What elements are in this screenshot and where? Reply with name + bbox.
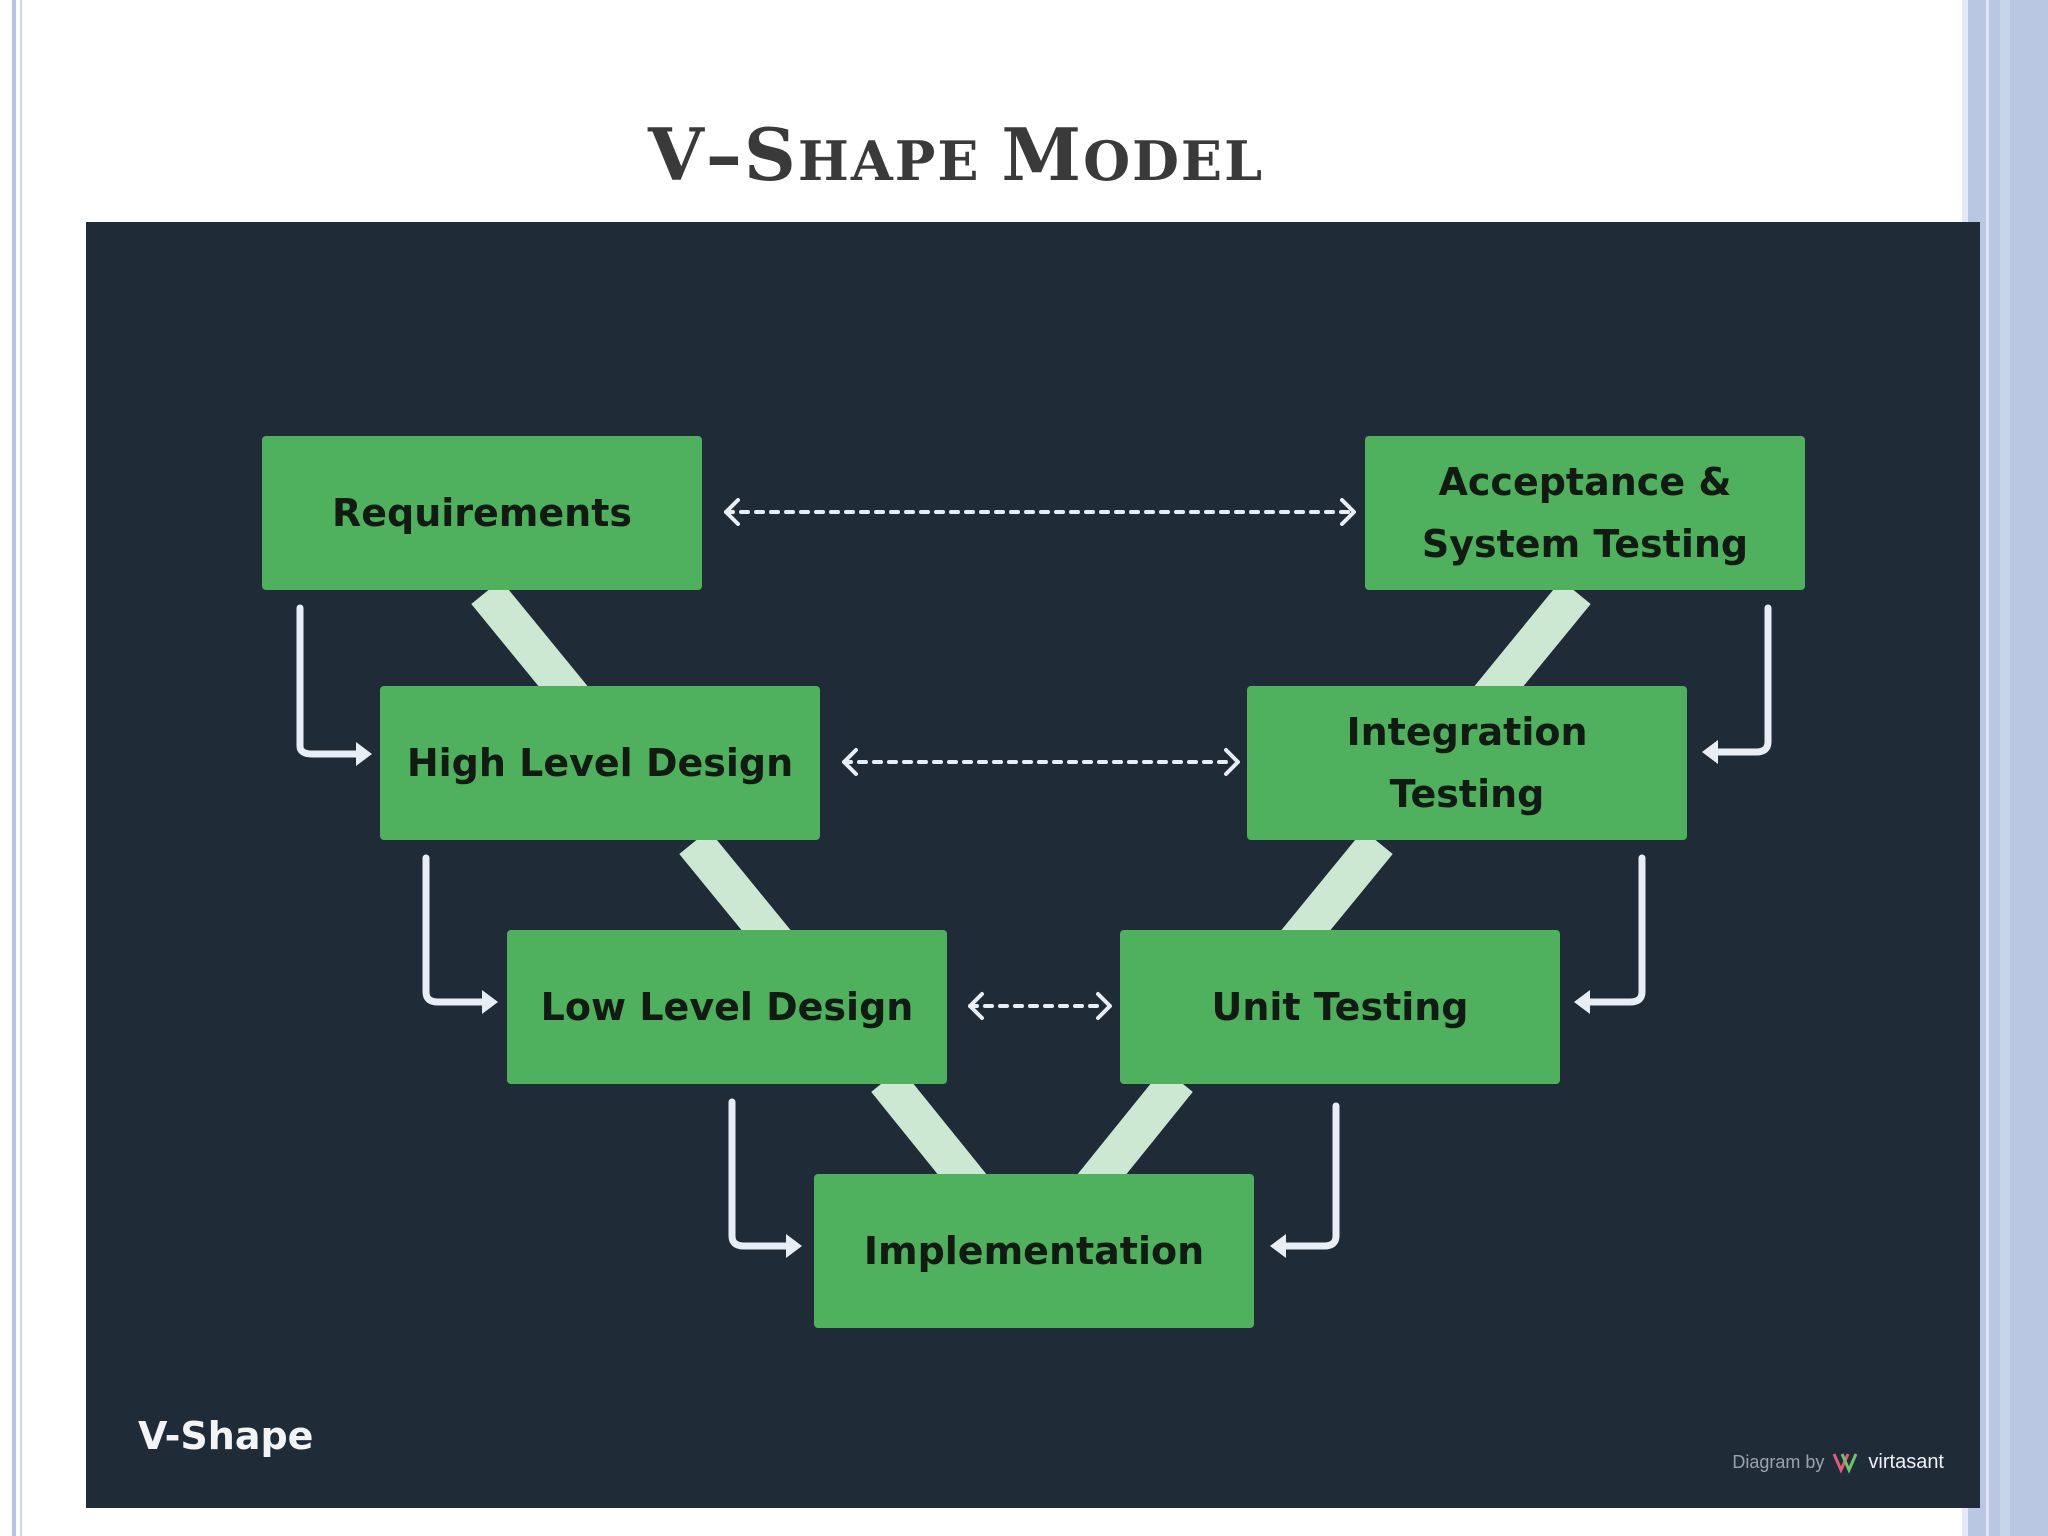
flow-arrow-req-to-hld	[296, 604, 364, 758]
dotted-arrow-hld-integration	[842, 748, 1240, 776]
arrowhead	[1270, 1234, 1286, 1258]
diagram-label: V-Shape	[138, 1414, 314, 1458]
arrowhead	[786, 1234, 802, 1258]
arrowhead	[1574, 990, 1590, 1014]
box-integration-testing: Integration Testing	[1247, 686, 1687, 840]
credit-text: Diagram by	[1732, 1451, 1825, 1472]
dotted-arrow-lld-unit	[968, 992, 1112, 1020]
box-requirements: Requirements	[262, 436, 702, 590]
arrowhead	[1702, 740, 1718, 764]
box-unit-testing: Unit Testing	[1120, 930, 1560, 1084]
title-part: –S	[705, 112, 798, 197]
v-band-right-1	[1471, 579, 1591, 715]
arrowhead	[356, 742, 372, 766]
flow-arrow-hld-to-lld	[422, 854, 490, 1006]
flow-arrow-impl-to-unit	[1278, 1102, 1340, 1250]
v-band-left-1	[471, 579, 591, 715]
slide-title: V–SHAPE MODEL	[648, 112, 1264, 197]
box-acceptance-system-testing: Acceptance & System Testing	[1365, 436, 1805, 590]
v-model-diagram: Requirements High Level Design Low Level…	[86, 222, 1980, 1508]
diagram-credit: Diagram by virtasant	[1732, 1450, 1944, 1474]
flow-arrow-unit-to-integration	[1582, 854, 1646, 1006]
title-part: HAPE	[797, 129, 1002, 193]
flow-arrow-lld-to-impl	[728, 1098, 794, 1250]
title-part: ODEL	[1083, 129, 1265, 193]
virtasant-logo-icon	[1833, 1453, 1858, 1474]
title-part: M	[1001, 112, 1084, 197]
dotted-arrow-requirements-acceptance	[724, 498, 1356, 526]
box-implementation: Implementation	[814, 1174, 1254, 1328]
arrowhead	[482, 990, 498, 1014]
box-low-level-design: Low Level Design	[507, 930, 947, 1084]
title-part: V	[648, 112, 706, 197]
credit-brand: virtasant	[1868, 1450, 1944, 1473]
left-edge-line-inner	[20, 0, 22, 1536]
flow-arrow-integration-to-acceptance	[1710, 604, 1772, 756]
box-high-level-design: High Level Design	[380, 686, 820, 840]
left-edge-line	[12, 0, 16, 1536]
